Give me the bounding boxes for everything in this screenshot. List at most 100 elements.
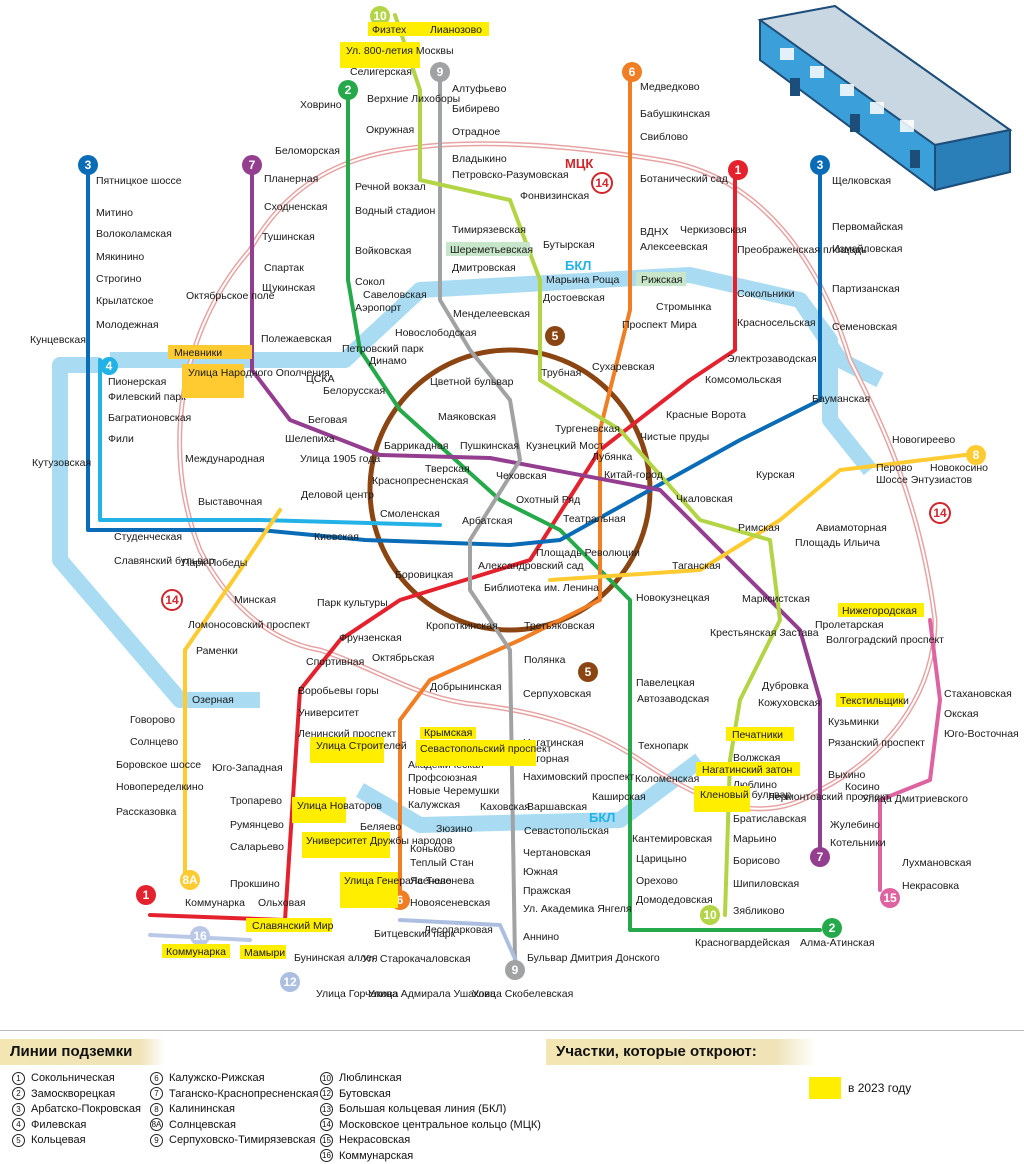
- station-label[interactable]: Тушинская: [262, 231, 315, 243]
- station-label[interactable]: Профсоюзная: [408, 772, 477, 784]
- station-label[interactable]: Достоевская: [543, 292, 605, 304]
- station-label[interactable]: Говорово: [130, 714, 175, 726]
- station-label[interactable]: Шоссе Энтузиастов: [876, 474, 973, 486]
- station-label[interactable]: Минская: [234, 594, 276, 606]
- station-label[interactable]: Пушкинская: [460, 440, 519, 452]
- station-label[interactable]: Рассказовка: [116, 806, 176, 818]
- station-label[interactable]: Бульвар Дмитрия Донского: [527, 952, 660, 964]
- station-label[interactable]: Ул. Академика Янгеля: [523, 903, 632, 915]
- station-label[interactable]: Беляево: [360, 821, 401, 833]
- station-label[interactable]: Фонвизинская: [520, 190, 589, 202]
- station-label[interactable]: Мякинино: [96, 251, 144, 263]
- station-label[interactable]: Трубная: [541, 367, 581, 379]
- station-label[interactable]: Окская: [944, 708, 978, 720]
- station-label[interactable]: Свиблово: [640, 131, 688, 143]
- station-label[interactable]: Тверская: [425, 463, 470, 475]
- station-label[interactable]: Сходненская: [264, 201, 328, 213]
- station-label[interactable]: Таганская: [672, 560, 721, 572]
- station-label[interactable]: Шелепиха: [285, 433, 335, 445]
- station-label[interactable]: Водный стадион: [355, 205, 435, 217]
- station-label[interactable]: Октябрьская: [372, 652, 434, 664]
- station-label[interactable]: Тропарево: [230, 795, 282, 807]
- station-label[interactable]: Римская: [738, 522, 780, 534]
- station-label[interactable]: Лубянка: [592, 451, 632, 463]
- station-label[interactable]: Черкизовская: [680, 224, 747, 236]
- station-label[interactable]: Сокольники: [737, 288, 795, 300]
- station-label[interactable]: Отрадное: [452, 126, 500, 138]
- station-label[interactable]: Кропоткинская: [426, 620, 498, 632]
- station-label[interactable]: Красносельская: [737, 317, 816, 329]
- station-label[interactable]: Алексеевская: [640, 241, 708, 253]
- station-label[interactable]: Бабушкинская: [640, 108, 710, 120]
- station-label[interactable]: Воробьевы горы: [298, 685, 379, 697]
- station-label[interactable]: Комсомольская: [705, 374, 781, 386]
- station-label[interactable]: Крылатское: [96, 295, 154, 307]
- station-label[interactable]: Смоленская: [380, 508, 440, 520]
- station-label[interactable]: Петровско-Разумовская: [452, 169, 569, 181]
- station-label[interactable]: Окружная: [366, 124, 414, 136]
- station-label[interactable]: Технопарк: [638, 740, 689, 752]
- station-label[interactable]: Румянцево: [230, 819, 284, 831]
- station-label[interactable]: Серпуховская: [523, 688, 591, 700]
- station-label[interactable]: Марксистская: [742, 593, 810, 605]
- station-label[interactable]: Коммунарка: [185, 897, 245, 909]
- station-label[interactable]: Бунинская аллея: [294, 952, 378, 964]
- station-label[interactable]: Менделеевская: [453, 308, 530, 320]
- station-label[interactable]: Лухмановская: [902, 857, 971, 869]
- station-label[interactable]: Беговая: [308, 414, 347, 426]
- station-label[interactable]: Площадь Революции: [536, 547, 640, 559]
- station-label[interactable]: Зябликово: [733, 905, 785, 917]
- station-label[interactable]: Речной вокзал: [355, 181, 426, 193]
- station-label[interactable]: Кожуховская: [758, 697, 820, 709]
- station-label[interactable]: Театральная: [563, 513, 626, 525]
- station-label[interactable]: Раменки: [196, 645, 238, 657]
- station-label[interactable]: Курская: [756, 469, 795, 481]
- station-label[interactable]: Александровский сад: [478, 560, 584, 572]
- station-label[interactable]: Новые Черемушки: [408, 785, 499, 797]
- station-label[interactable]: Теплый Стан: [410, 857, 474, 869]
- station-label[interactable]: Добрынинская: [430, 681, 502, 693]
- station-label[interactable]: Новослободская: [395, 327, 476, 339]
- station-label[interactable]: Коломенская: [635, 773, 699, 785]
- station-label[interactable]: Севастопольская: [524, 825, 609, 837]
- station-label[interactable]: Ботанический сад: [640, 173, 728, 185]
- station-label[interactable]: Верхние Лихоборы: [367, 93, 460, 105]
- station-label[interactable]: Марьина Роща: [546, 274, 619, 286]
- station-label[interactable]: Проспект Мира: [622, 319, 697, 331]
- station-label[interactable]: Красные Ворота: [666, 409, 746, 421]
- station-label[interactable]: Полежаевская: [261, 333, 332, 345]
- station-label[interactable]: Алма-Атинская: [800, 937, 875, 949]
- station-label[interactable]: Бутырская: [543, 239, 595, 251]
- station-label[interactable]: Новокосино: [930, 462, 988, 474]
- station-label[interactable]: Строгино: [96, 273, 142, 285]
- station-label[interactable]: Братиславская: [733, 813, 806, 825]
- station-label[interactable]: Сухаревская: [592, 361, 655, 373]
- station-label[interactable]: Ул. Старокачаловская: [362, 953, 471, 965]
- station-label[interactable]: Савеловская: [363, 289, 427, 301]
- station-label[interactable]: Динамо: [369, 355, 407, 367]
- station-label[interactable]: Охотный Ряд: [516, 494, 580, 506]
- station-label[interactable]: Парк культуры: [317, 597, 388, 609]
- station-label[interactable]: Молодежная: [96, 319, 159, 331]
- station-label[interactable]: Митино: [96, 207, 133, 219]
- station-label[interactable]: Чкаловская: [676, 493, 733, 505]
- station-label[interactable]: Ольховая: [258, 897, 306, 909]
- station-label[interactable]: Южная: [523, 866, 558, 878]
- station-label[interactable]: Пролетарская: [815, 619, 884, 631]
- station-label[interactable]: Марьино: [733, 833, 777, 845]
- station-label[interactable]: Варшавская: [527, 801, 587, 813]
- station-label[interactable]: Чертановская: [523, 847, 591, 859]
- station-label[interactable]: Некрасовка: [902, 880, 959, 892]
- station-label[interactable]: Полянка: [524, 654, 566, 666]
- station-label[interactable]: Киевская: [314, 531, 359, 543]
- station-label[interactable]: Дмитровская: [452, 262, 516, 274]
- station-label[interactable]: Выставочная: [198, 496, 262, 508]
- station-label[interactable]: Чистые пруды: [640, 431, 709, 443]
- station-label[interactable]: Жулебино: [830, 819, 880, 831]
- station-label[interactable]: Студенческая: [114, 531, 182, 543]
- station-label[interactable]: Домодедовская: [636, 894, 713, 906]
- station-label[interactable]: Филевский парк: [108, 391, 186, 403]
- station-label[interactable]: Кутузовская: [32, 457, 91, 469]
- station-label[interactable]: Третьяковская: [524, 620, 595, 632]
- station-label[interactable]: Солнцево: [130, 736, 178, 748]
